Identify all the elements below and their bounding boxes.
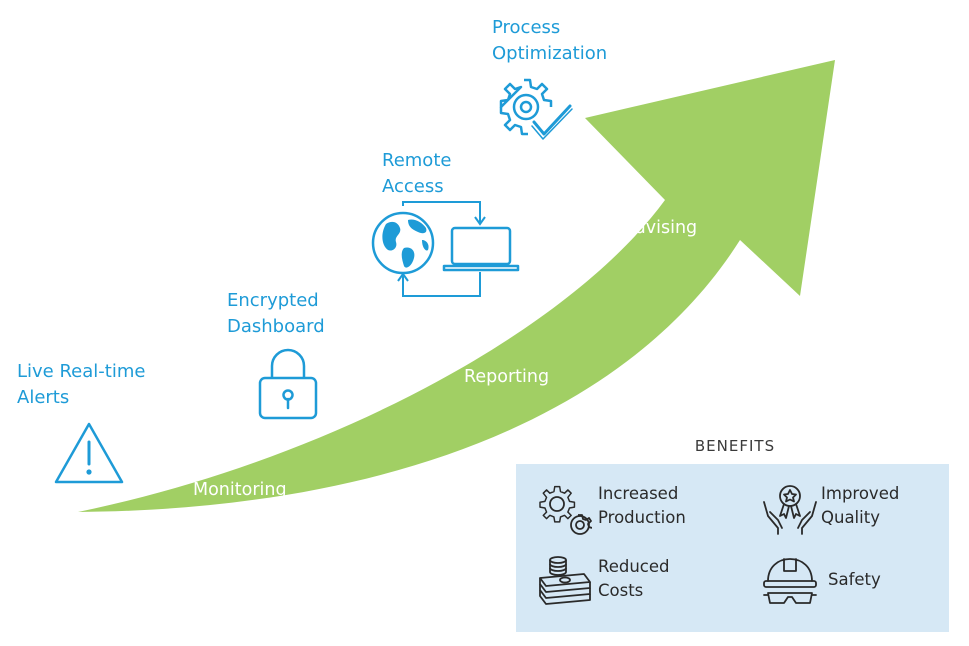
hands-award-icon (763, 485, 817, 535)
warning-triangle-icon (54, 422, 124, 484)
stage-reporting: Reporting (464, 367, 550, 387)
benefits-heading: BENEFITS (694, 437, 776, 455)
gear-check-icon (499, 78, 573, 140)
benefits-panel: Increased Production Improved Quality (516, 464, 949, 632)
gears-icon (539, 485, 592, 535)
benefit-safety: Safety (828, 570, 881, 589)
benefit-increased-production: Increased Production (598, 484, 686, 527)
feature-process-title: Process Optimization (492, 17, 608, 64)
benefit-improved-quality: Improved Quality (821, 484, 900, 527)
benefit-reduced-costs: Reduced Costs (598, 557, 670, 600)
feature-alerts-title: Live Real-time Alerts (17, 361, 146, 408)
money-stack-icon (539, 556, 591, 605)
stage-advising: Advising (623, 218, 698, 238)
hard-hat-goggles-icon (763, 558, 817, 604)
feature-dashboard-title: Encrypted Dashboard (227, 290, 325, 337)
globe-laptop-icon (371, 201, 520, 297)
feature-remote-title: Remote Access (382, 150, 452, 197)
padlock-icon (258, 348, 318, 420)
stage-monitoring: Monitoring (193, 480, 287, 500)
